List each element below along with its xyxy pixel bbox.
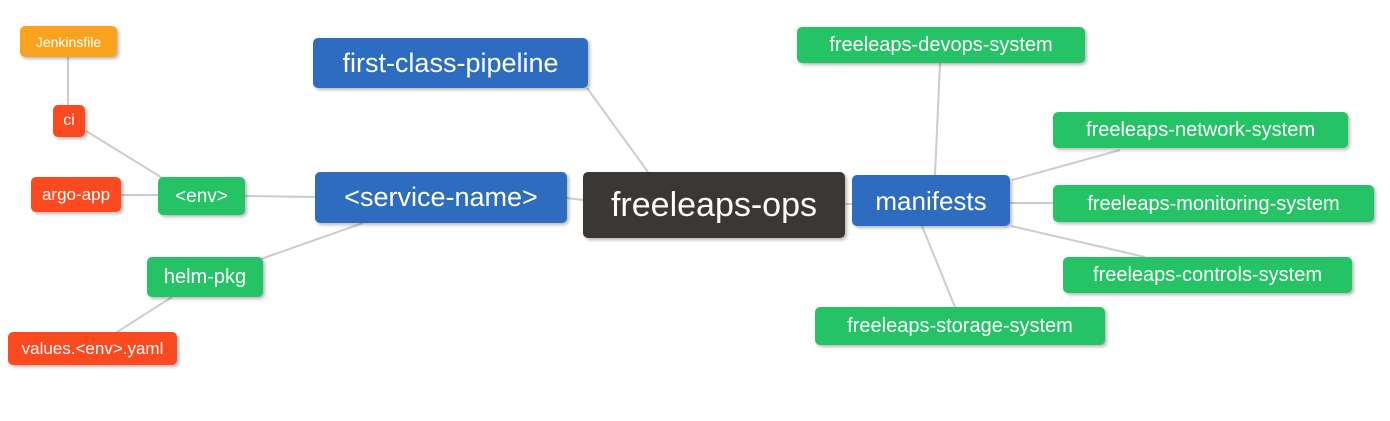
node-freeleaps-devops-system[interactable]: freeleaps-devops-system xyxy=(797,27,1085,63)
edge-env-to-service-name xyxy=(244,195,316,198)
edge-manifests-to-freeleaps-network-system xyxy=(1011,149,1121,181)
node-manifests[interactable]: manifests xyxy=(852,175,1010,226)
edge-manifests-to-freeleaps-controls-system xyxy=(1010,225,1146,258)
edge-helm-pkg-to-values-env-yaml xyxy=(116,296,173,333)
edge-manifests-to-freeleaps-devops-system xyxy=(934,62,941,176)
node-jenkinsfile[interactable]: Jenkinsfile xyxy=(20,26,117,57)
node-helm-pkg[interactable]: helm-pkg xyxy=(147,257,263,297)
edge-ci-to-env xyxy=(85,130,165,180)
node-freeleaps-ops[interactable]: freeleaps-ops xyxy=(583,172,845,238)
node-ci[interactable]: ci xyxy=(53,105,85,137)
edge-first-class-pipeline-to-freeleaps-ops xyxy=(586,87,649,173)
edge-service-name-to-freeleaps-ops xyxy=(566,197,584,201)
node-freeleaps-storage-system[interactable]: freeleaps-storage-system xyxy=(815,307,1105,345)
node-values-env-yaml[interactable]: values.<env>.yaml xyxy=(8,332,177,365)
node-env[interactable]: <env> xyxy=(158,177,245,215)
node-service-name[interactable]: <service-name> xyxy=(315,172,567,223)
node-freeleaps-network-system[interactable]: freeleaps-network-system xyxy=(1053,112,1348,148)
edge-manifests-to-freeleaps-storage-system xyxy=(921,225,956,308)
node-argo-app[interactable]: argo-app xyxy=(31,177,121,212)
edge-service-name-to-helm-pkg xyxy=(260,222,364,260)
node-freeleaps-monitoring-system[interactable]: freeleaps-monitoring-system xyxy=(1053,185,1374,222)
node-first-class-pipeline[interactable]: first-class-pipeline xyxy=(313,38,588,88)
node-freeleaps-controls-system[interactable]: freeleaps-controls-system xyxy=(1063,257,1352,293)
